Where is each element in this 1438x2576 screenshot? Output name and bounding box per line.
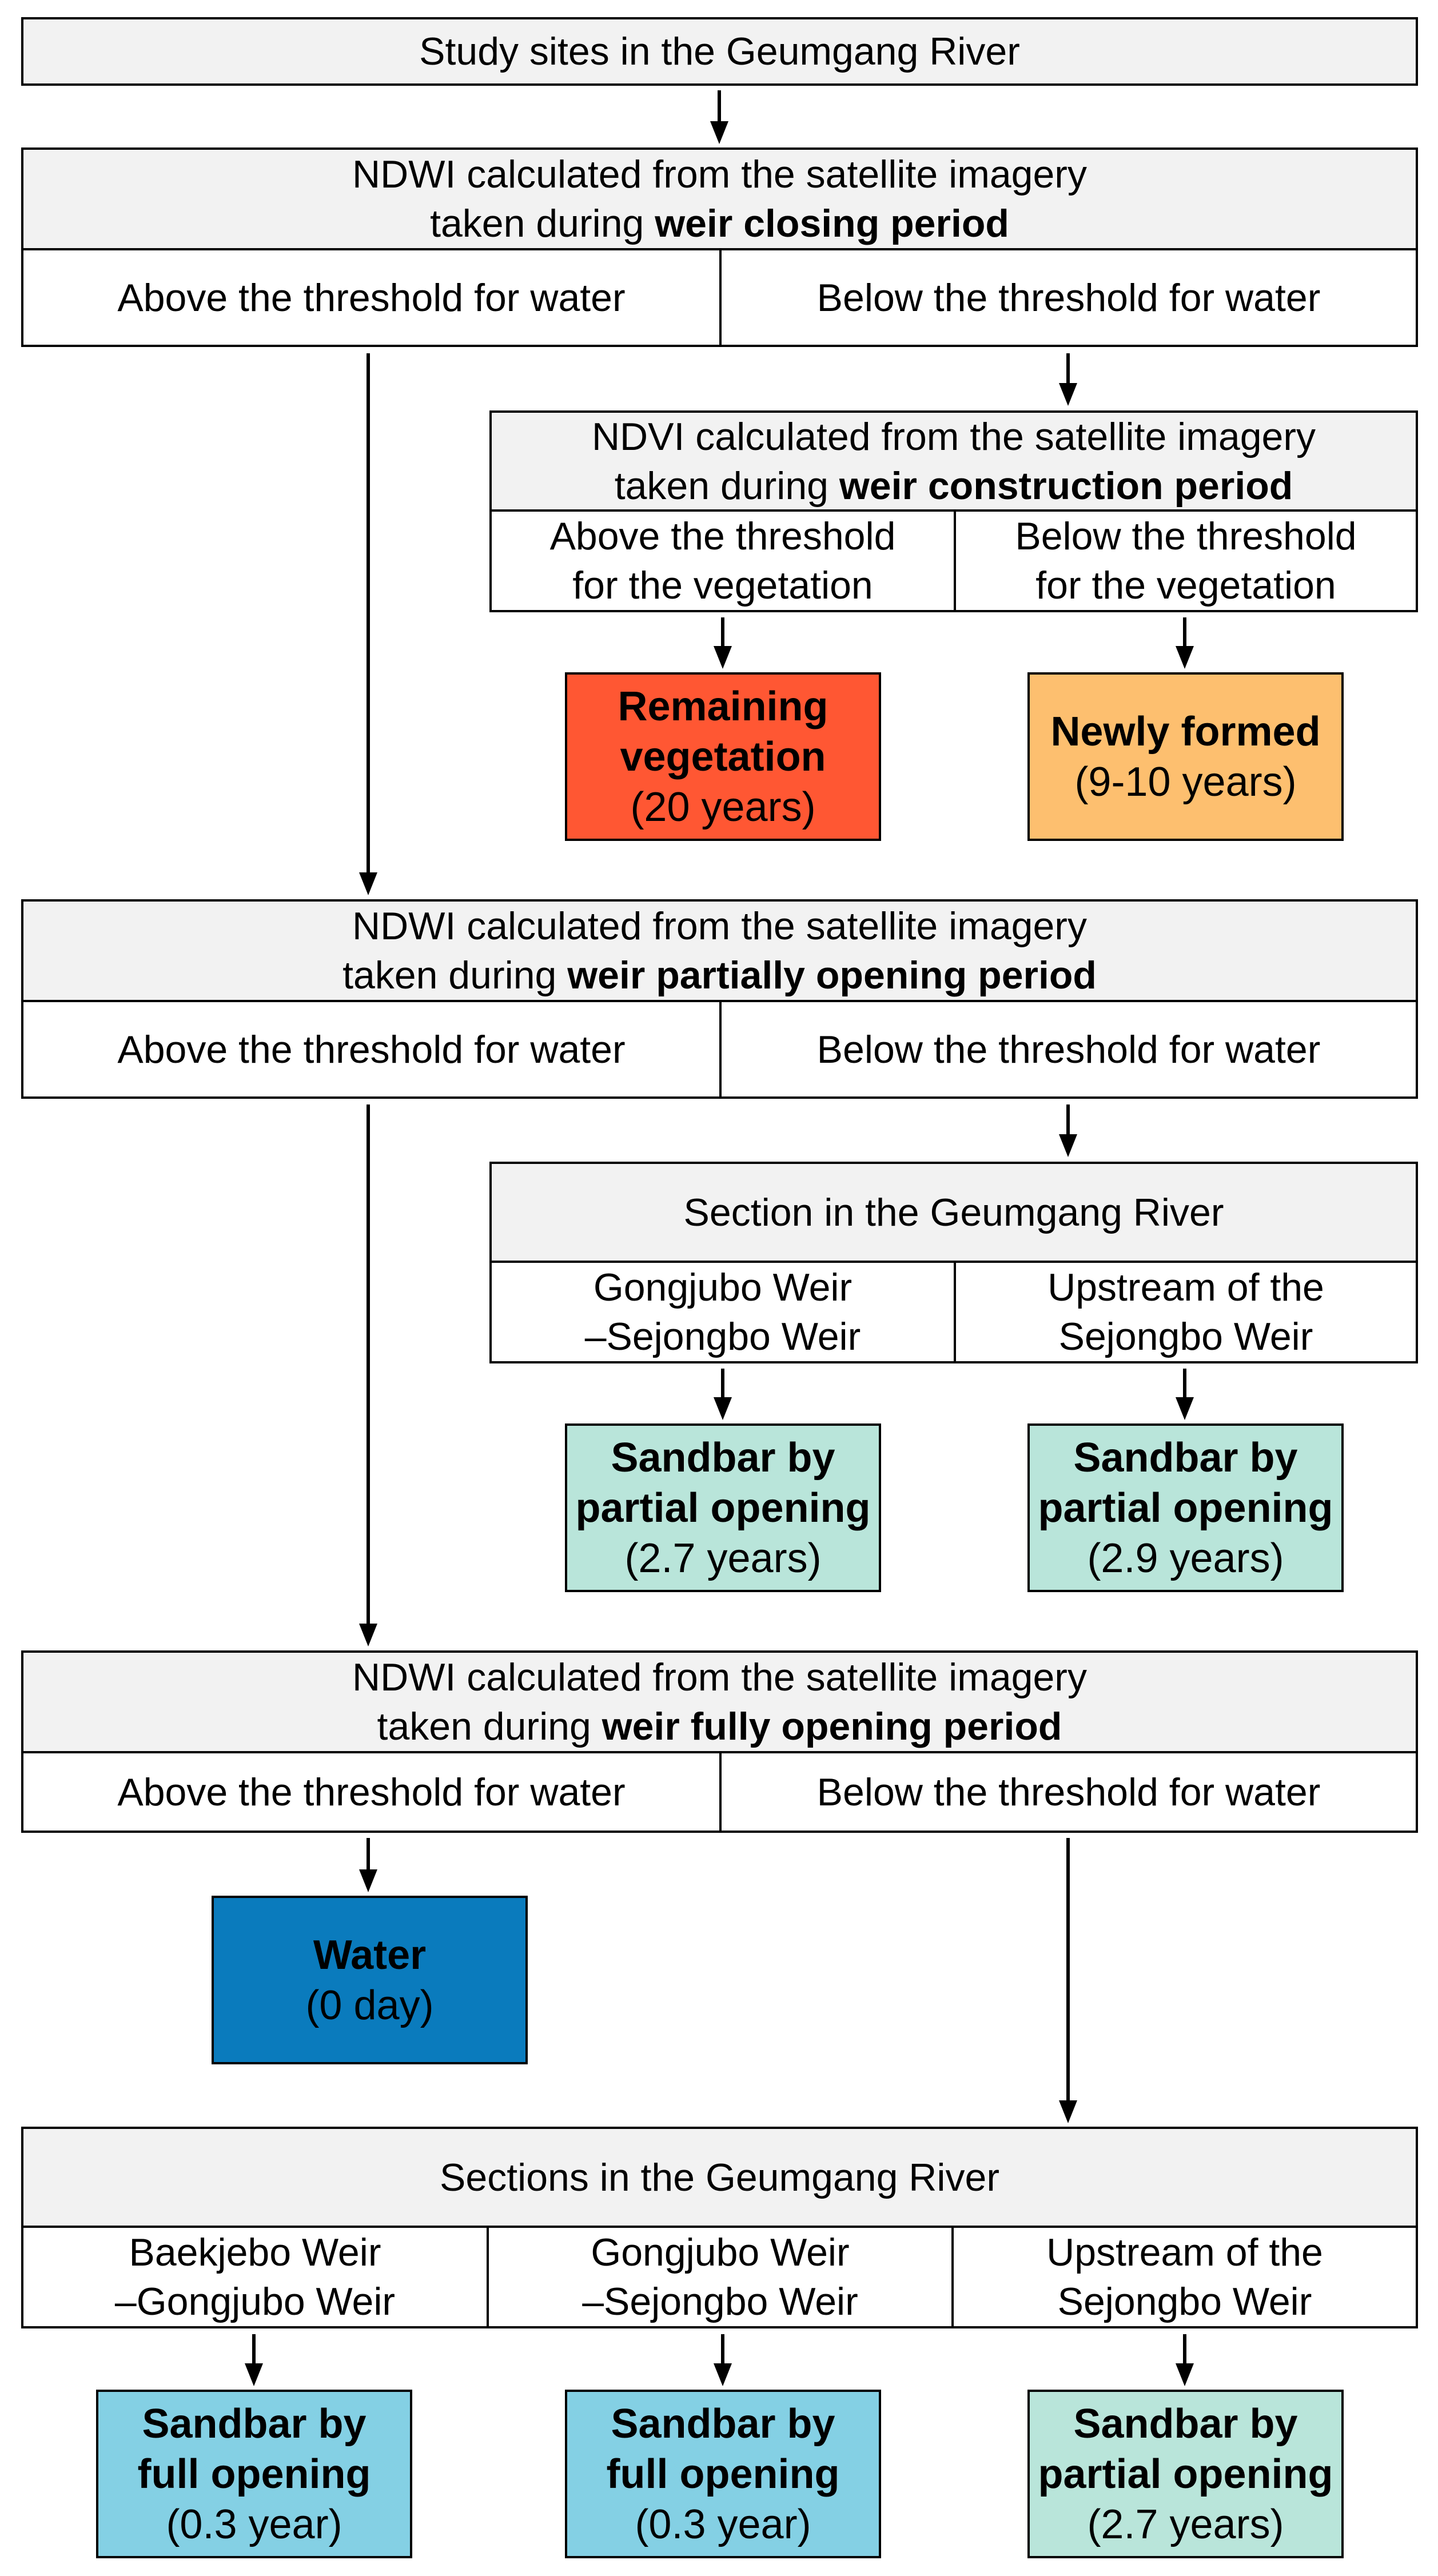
sandbar-partial-3-box: Sandbar by partial opening (2.7 years) bbox=[1027, 2390, 1344, 2558]
arrowhead-partial-below-to-section bbox=[1059, 1134, 1077, 1157]
study-sites-box: Study sites in the Geumgang River bbox=[21, 17, 1418, 86]
arrowhead-closing-below-to-ndvi bbox=[1059, 383, 1077, 406]
ndwi-partial-above: Above the threshold for water bbox=[21, 1000, 722, 1099]
ndwi-closing-line2: taken during weir closing period bbox=[430, 202, 1009, 245]
ndwi-partial-below-label: Below the threshold for water bbox=[816, 1027, 1321, 1071]
ndwi-closing-below-label: Below the threshold for water bbox=[816, 276, 1321, 320]
ndwi-full-line2: taken during weir fully opening period bbox=[377, 1705, 1062, 1748]
sections-full-title: Sections in the Geumgang River bbox=[440, 2155, 999, 2199]
sections-full-col1-line2: –Gongjubo Weir bbox=[114, 2280, 396, 2323]
arrowhead-section-left-to-sandbar bbox=[714, 1397, 732, 1420]
remaining-vegetation-line1: Remaining bbox=[618, 683, 828, 729]
sandbar-partial-1-line2: partial opening bbox=[575, 1485, 871, 1531]
arrowhead-col1-to-sandbar bbox=[245, 2363, 263, 2386]
sections-full-col1: Baekjebo Weir –Gongjubo Weir bbox=[21, 2226, 489, 2328]
arrowhead-col2-to-sandbar bbox=[714, 2363, 732, 2386]
ndvi-construction-line1: NDVI calculated from the satellite image… bbox=[591, 414, 1316, 458]
arrowhead-full-above-to-water bbox=[359, 1869, 377, 1892]
sandbar-full-2-duration: (0.3 year) bbox=[635, 2501, 811, 2547]
section-partial-left-line2: –Sejongbo Weir bbox=[584, 1315, 861, 1358]
ndwi-closing-above-label: Above the threshold for water bbox=[117, 276, 626, 320]
sandbar-partial-3-line1: Sandbar by bbox=[1073, 2400, 1298, 2447]
ndvi-below: Below the threshold for the vegetation bbox=[954, 509, 1418, 612]
section-partial-right-line1: Upstream of the bbox=[1047, 1266, 1324, 1309]
newly-formed-duration: (9-10 years) bbox=[1074, 759, 1297, 805]
arrowhead-ndvi-below-to-newly bbox=[1176, 646, 1194, 669]
ndwi-partial-line2: taken during weir partially opening peri… bbox=[342, 954, 1097, 997]
ndwi-partial-header: NDWI calculated from the satellite image… bbox=[21, 899, 1418, 1002]
newly-formed-line1: Newly formed bbox=[1050, 708, 1321, 755]
sandbar-partial-1-box: Sandbar by partial opening (2.7 years) bbox=[565, 1423, 881, 1592]
ndwi-full-above-label: Above the threshold for water bbox=[117, 1770, 626, 1814]
sandbar-partial-2-duration: (2.9 years) bbox=[1087, 1535, 1284, 1581]
sandbar-partial-1-line1: Sandbar by bbox=[611, 1434, 835, 1481]
ndvi-below-line2: for the vegetation bbox=[1035, 564, 1336, 607]
ndvi-above-line2: for the vegetation bbox=[572, 564, 873, 607]
sandbar-full-1-duration: (0.3 year) bbox=[166, 2501, 342, 2547]
section-partial-title: Section in the Geumgang River bbox=[683, 1190, 1224, 1234]
remaining-vegetation-duration: (20 years) bbox=[630, 784, 816, 830]
ndvi-construction-line2: taken during weir construction period bbox=[614, 464, 1293, 508]
arrowhead-col3-to-sandbar bbox=[1176, 2363, 1194, 2386]
ndwi-partial-above-label: Above the threshold for water bbox=[117, 1027, 626, 1071]
sandbar-full-1-box: Sandbar by full opening (0.3 year) bbox=[96, 2390, 412, 2558]
arrowhead-partial-above-to-full bbox=[359, 1624, 377, 1646]
arrowhead-closing-above-to-partial bbox=[359, 872, 377, 895]
arrowhead-ndvi-above-to-remaining bbox=[714, 646, 732, 669]
water-box: Water (0 day) bbox=[212, 1896, 528, 2064]
sandbar-full-1-line2: full opening bbox=[137, 2451, 371, 2497]
ndwi-full-below-label: Below the threshold for water bbox=[816, 1770, 1321, 1814]
study-sites-label: Study sites in the Geumgang River bbox=[419, 30, 1020, 73]
sandbar-partial-1-duration: (2.7 years) bbox=[624, 1535, 822, 1581]
ndwi-full-line1: NDWI calculated from the satellite image… bbox=[352, 1656, 1087, 1699]
ndwi-closing-above: Above the threshold for water bbox=[21, 248, 722, 347]
arrowhead-section-right-to-sandbar bbox=[1176, 1397, 1194, 1420]
sections-full-col2-line2: –Sejongbo Weir bbox=[582, 2280, 858, 2323]
arrowhead-full-below-to-sections bbox=[1059, 2100, 1077, 2123]
ndvi-below-line1: Below the threshold bbox=[1015, 515, 1357, 558]
sandbar-partial-3-duration: (2.7 years) bbox=[1087, 2501, 1284, 2547]
ndwi-partial-below: Below the threshold for water bbox=[719, 1000, 1418, 1099]
sandbar-full-1-line1: Sandbar by bbox=[142, 2400, 367, 2447]
remaining-vegetation-box: Remaining vegetation (20 years) bbox=[565, 672, 881, 841]
ndvi-above-line1: Above the threshold bbox=[549, 515, 896, 558]
ndwi-partial-line1: NDWI calculated from the satellite image… bbox=[352, 904, 1087, 948]
section-partial-header: Section in the Geumgang River bbox=[489, 1162, 1418, 1263]
water-line1: Water bbox=[313, 1932, 427, 1978]
ndwi-closing-line1: NDWI calculated from the satellite image… bbox=[352, 153, 1087, 196]
sections-full-col2-line1: Gongjubo Weir bbox=[591, 2231, 850, 2274]
sandbar-full-2-line1: Sandbar by bbox=[611, 2400, 835, 2447]
sections-full-col3-line2: Sejongbo Weir bbox=[1057, 2280, 1312, 2323]
ndwi-full-below: Below the threshold for water bbox=[719, 1751, 1418, 1833]
arrowhead-study-to-closing bbox=[710, 121, 728, 144]
newly-formed-box: Newly formed (9-10 years) bbox=[1027, 672, 1344, 841]
ndvi-construction-header: NDVI calculated from the satellite image… bbox=[489, 410, 1418, 512]
remaining-vegetation-line2: vegetation bbox=[620, 733, 826, 780]
section-partial-right-line2: Sejongbo Weir bbox=[1058, 1315, 1313, 1358]
sandbar-full-2-box: Sandbar by full opening (0.3 year) bbox=[565, 2390, 881, 2558]
section-partial-left: Gongjubo Weir –Sejongbo Weir bbox=[489, 1261, 956, 1363]
sandbar-partial-2-line2: partial opening bbox=[1038, 1485, 1333, 1531]
ndwi-full-above: Above the threshold for water bbox=[21, 1751, 722, 1833]
sections-full-col3: Upstream of the Sejongbo Weir bbox=[951, 2226, 1418, 2328]
ndwi-full-header: NDWI calculated from the satellite image… bbox=[21, 1650, 1418, 1753]
sandbar-partial-3-line2: partial opening bbox=[1038, 2451, 1333, 2497]
sandbar-partial-2-line1: Sandbar by bbox=[1073, 1434, 1298, 1481]
ndvi-above: Above the threshold for the vegetation bbox=[489, 509, 956, 612]
sections-full-col2: Gongjubo Weir –Sejongbo Weir bbox=[487, 2226, 954, 2328]
sandbar-partial-2-box: Sandbar by partial opening (2.9 years) bbox=[1027, 1423, 1344, 1592]
sections-full-col1-line1: Baekjebo Weir bbox=[129, 2231, 381, 2274]
water-duration: (0 day) bbox=[305, 1982, 434, 2028]
sections-full-col3-line1: Upstream of the bbox=[1046, 2231, 1323, 2274]
section-partial-left-line1: Gongjubo Weir bbox=[593, 1266, 853, 1309]
ndwi-closing-below: Below the threshold for water bbox=[719, 248, 1418, 347]
section-partial-right: Upstream of the Sejongbo Weir bbox=[954, 1261, 1418, 1363]
sandbar-full-2-line2: full opening bbox=[606, 2451, 840, 2497]
